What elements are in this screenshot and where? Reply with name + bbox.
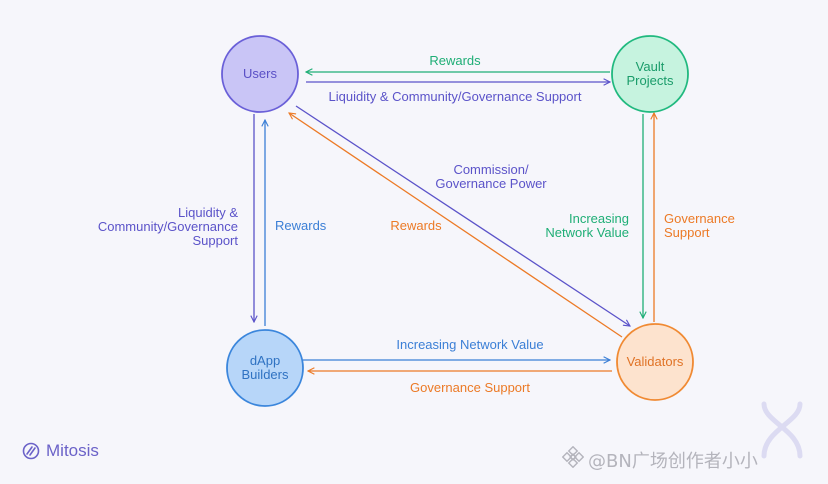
node-validators-line: Validators (627, 354, 684, 369)
label-validators-to-users-line: Rewards (390, 218, 442, 233)
label-vault-to-users-line: Rewards (429, 53, 481, 68)
label-vault-to-validators-line: Network Value (545, 225, 629, 240)
edge-validators-to-users (289, 113, 623, 338)
node-users-label: Users (243, 66, 277, 81)
node-dapp-builders-line: Builders (242, 367, 289, 382)
label-dapp-to-users: Rewards (275, 218, 327, 233)
label-users-to-dapp-line: Support (192, 233, 238, 248)
label-users-to-validators-line: Governance Power (435, 176, 547, 191)
node-users-line: Users (243, 66, 277, 81)
node-vault-projects-line: Projects (627, 73, 674, 88)
label-validators-to-dapp-line: Governance Support (410, 380, 530, 395)
watermark-text: @BN广场创作者小小 (588, 450, 758, 472)
label-vault-to-validators-line: Increasing (569, 211, 629, 226)
label-validators-to-vault-line: Governance (664, 211, 735, 226)
node-users: Users (221, 35, 299, 113)
dna-watermark-icon (752, 400, 812, 465)
label-users-to-vault: Liquidity & Community/Governance Support (329, 89, 582, 104)
label-validators-to-vault-line: Support (664, 225, 710, 240)
binance-logo-icon (561, 445, 585, 473)
label-validators-to-users: Rewards (390, 218, 442, 233)
brand-name: Mitosis (46, 441, 99, 460)
label-vault-to-users: Rewards (429, 53, 481, 68)
label-users-to-dapp-line: Liquidity & (178, 205, 238, 220)
node-dapp-builders-line: dApp (250, 353, 280, 368)
node-vault-projects-line: Vault (636, 59, 665, 74)
node-validators-label: Validators (627, 354, 684, 369)
edge-users-to-validators (295, 105, 630, 326)
label-dapp-to-users-line: Rewards (275, 218, 327, 233)
brand-logo: Mitosis (22, 441, 99, 461)
node-validators: Validators (616, 323, 694, 401)
label-users-to-validators-line: Commission/ (453, 162, 529, 177)
label-dapp-to-validators: Increasing Network Value (396, 337, 543, 352)
mitosis-logo-icon (22, 442, 40, 460)
label-users-to-validators: Commission/Governance Power (435, 162, 547, 191)
watermark: @BN广场创作者小小 (561, 445, 758, 473)
label-users-to-dapp-line: Community/Governance (98, 219, 238, 234)
label-validators-to-dapp: Governance Support (410, 380, 530, 395)
label-dapp-to-validators-line: Increasing Network Value (396, 337, 543, 352)
label-users-to-vault-line: Liquidity & Community/Governance Support (329, 89, 582, 104)
